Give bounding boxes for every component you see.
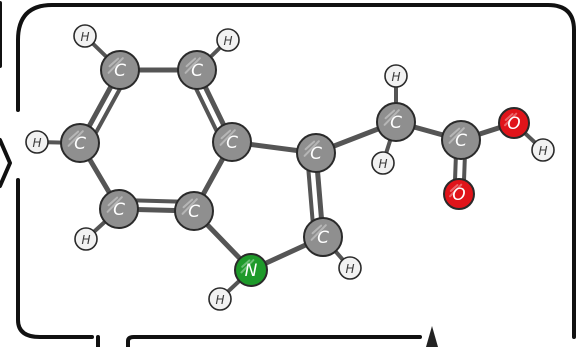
hydrogen-atom-h3: H xyxy=(25,130,49,154)
atom-sphere xyxy=(371,151,395,175)
atom-sphere xyxy=(25,130,49,154)
atom-label: H xyxy=(81,233,90,247)
atoms: C C C C C C C C N C C O O H H H H H H H H H xyxy=(25,24,555,311)
carbon-atom-c10: C xyxy=(441,120,481,160)
atom-highlight xyxy=(448,127,465,144)
atom-label: C xyxy=(455,131,467,151)
atom-highlight xyxy=(184,57,201,74)
atom-sphere xyxy=(60,123,100,163)
carbon-atom-c9: C xyxy=(376,102,416,142)
oxygen-atom-o2: O xyxy=(443,178,475,210)
hydrogen-atom-h8: H xyxy=(371,151,395,175)
atom-label: N xyxy=(245,261,258,281)
atom-sphere xyxy=(303,217,343,257)
atom-label: H xyxy=(223,34,232,48)
atom-label: O xyxy=(452,185,465,205)
carbon-atom-c2: C xyxy=(177,50,217,90)
carbon-atom-c4: C xyxy=(174,191,214,231)
carbon-atom-c5: C xyxy=(99,189,139,229)
bond-c2-c3-second xyxy=(193,86,219,134)
atom-label: C xyxy=(191,61,203,81)
atom-label: H xyxy=(215,293,224,307)
atom-label: C xyxy=(390,113,402,133)
carbon-atom-c1: C xyxy=(100,50,140,90)
atom-highlight xyxy=(181,198,198,215)
hydrogen-atom-h1: H xyxy=(73,24,97,48)
atom-sphere xyxy=(443,178,475,210)
atom-sphere xyxy=(441,120,481,160)
atom-highlight xyxy=(240,259,255,274)
atom-highlight xyxy=(106,196,123,213)
atom-label: O xyxy=(507,114,520,134)
hydrogen-atom-h2: H xyxy=(216,28,240,52)
panel-border-bottom xyxy=(126,335,422,347)
atom-highlight xyxy=(310,224,327,241)
carbon-atom-c8: C xyxy=(303,217,343,257)
atom-sphere xyxy=(234,253,268,287)
atom-label: H xyxy=(32,136,41,150)
atom-sphere xyxy=(174,191,214,231)
atom-sphere xyxy=(531,138,555,162)
nitrogen-atom-n1: N xyxy=(234,253,268,287)
hydrogen-atom-h6: H xyxy=(338,256,362,280)
carbon-atom-c3: C xyxy=(212,122,252,162)
atom-highlight xyxy=(504,112,518,127)
atom-sphere xyxy=(100,50,140,90)
bond-c4-c5-second xyxy=(132,198,182,204)
atom-label: H xyxy=(378,157,387,171)
atom-label: H xyxy=(391,70,400,84)
atom-highlight xyxy=(449,183,463,198)
atom-label: C xyxy=(114,61,126,81)
atom-label: C xyxy=(317,228,329,248)
atom-sphere xyxy=(384,64,408,88)
hydrogen-atom-h7: H xyxy=(384,64,408,88)
hydrogen-atom-h9: H xyxy=(531,138,555,162)
atom-highlight xyxy=(303,140,320,157)
atom-sphere xyxy=(74,227,98,251)
panel-border xyxy=(16,3,576,339)
atom-label: C xyxy=(74,134,86,154)
atom-sphere xyxy=(177,50,217,90)
atom-highlight xyxy=(219,129,236,146)
atom-label: C xyxy=(113,200,125,220)
atom-label: C xyxy=(188,202,200,222)
atom-sphere xyxy=(208,287,232,311)
atom-sphere xyxy=(216,28,240,52)
atom-sphere xyxy=(73,24,97,48)
atom-label: H xyxy=(345,262,354,276)
atom-sphere xyxy=(296,133,336,173)
atom-label: H xyxy=(80,30,89,44)
atom-sphere xyxy=(338,256,362,280)
atom-sphere xyxy=(99,189,139,229)
atom-label: C xyxy=(226,133,238,153)
atom-highlight xyxy=(107,57,124,74)
bond-c7-c8-second xyxy=(306,168,315,223)
atom-label: H xyxy=(538,144,547,158)
neighbor-panel-edge xyxy=(0,1,12,188)
atom-label: C xyxy=(310,144,322,164)
pointer-shape xyxy=(426,326,438,347)
atom-highlight xyxy=(67,130,84,147)
carbon-atom-c7: C xyxy=(296,133,336,173)
hydrogen-atom-h4: H xyxy=(74,227,98,251)
hydrogen-atom-h5: H xyxy=(208,287,232,311)
atom-sphere xyxy=(498,107,530,139)
atom-highlight xyxy=(383,109,400,126)
oxygen-atom-o1: O xyxy=(498,107,530,139)
atom-sphere xyxy=(376,102,416,142)
bond-c6-c1-second xyxy=(93,86,122,135)
carbon-atom-c6: C xyxy=(60,123,100,163)
atom-sphere xyxy=(212,122,252,162)
